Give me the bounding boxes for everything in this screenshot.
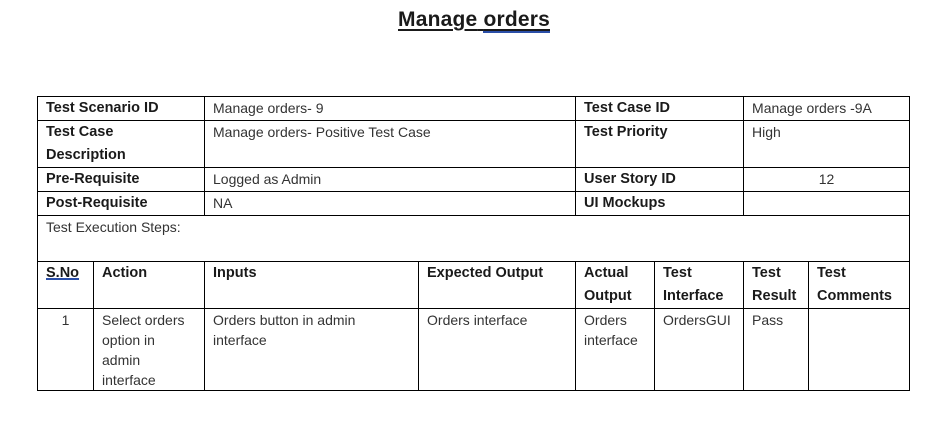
- row-test-interface: OrdersGUI: [654, 308, 745, 391]
- col-header-action: Action: [92, 261, 206, 309]
- ui-mockups-value: [743, 191, 911, 216]
- row-expected-output: Orders interface: [418, 308, 577, 391]
- info-row-postrequisite: Post-Requisite NA UI Mockups: [36, 191, 911, 216]
- test-scenario-id-value: Manage orders- 9: [204, 96, 577, 121]
- test-case-id-value: Manage orders -9A: [743, 96, 911, 121]
- info-row-prerequisite: Pre-Requisite Logged as Admin User Story…: [36, 167, 911, 192]
- test-priority-label: Test Priority: [575, 120, 745, 168]
- row-test-result: Pass: [743, 308, 810, 391]
- col-header-test-result: Test Result: [743, 261, 810, 309]
- col-header-expected-output: Expected Output: [418, 261, 577, 309]
- title-word-manage: Manage: [398, 8, 478, 31]
- page-title: Manage orders: [0, 8, 930, 33]
- user-story-id-value: 12: [743, 167, 911, 192]
- row-actual-output: Orders interface: [575, 308, 656, 391]
- row-action: Select orders option in admin interface: [92, 308, 206, 391]
- info-row-scenario: Test Scenario ID Manage orders- 9 Test C…: [36, 96, 911, 121]
- row-sno: 1: [37, 308, 94, 391]
- post-requisite-value: NA: [204, 191, 577, 216]
- user-story-id-label: User Story ID: [575, 167, 745, 192]
- col-header-actual-output: Actual Output: [575, 261, 656, 309]
- test-execution-steps-row: Test Execution Steps:: [36, 215, 911, 262]
- row-test-comments: [808, 308, 911, 391]
- pre-requisite-label: Pre-Requisite: [36, 167, 206, 192]
- steps-header-row: S.No Action Inputs Expected Output Actua…: [37, 261, 911, 309]
- table-row: 1 Select orders option in admin interfac…: [37, 308, 911, 391]
- col-header-test-interface: Test Interface: [654, 261, 745, 309]
- test-priority-value: High: [743, 120, 911, 168]
- test-case-id-label: Test Case ID: [575, 96, 745, 121]
- test-case-description-label: Test Case Description: [36, 120, 206, 168]
- test-case-description-value: Manage orders- Positive Test Case: [204, 120, 577, 168]
- info-row-description: Test Case Description Manage orders- Pos…: [36, 120, 911, 168]
- col-header-inputs: Inputs: [204, 261, 420, 309]
- col-header-test-comments: Test Comments: [808, 261, 911, 309]
- ui-mockups-label: UI Mockups: [575, 191, 745, 216]
- test-scenario-id-label: Test Scenario ID: [36, 96, 206, 121]
- post-requisite-label: Post-Requisite: [36, 191, 206, 216]
- title-word-orders: orders: [483, 8, 550, 33]
- test-case-table: Test Scenario ID Manage orders- 9 Test C…: [36, 96, 911, 391]
- col-header-sno: S.No: [46, 265, 80, 281]
- pre-requisite-value: Logged as Admin: [204, 167, 577, 192]
- test-execution-steps-label: Test Execution Steps:: [36, 215, 911, 262]
- row-inputs: Orders button in admin interface: [204, 308, 420, 391]
